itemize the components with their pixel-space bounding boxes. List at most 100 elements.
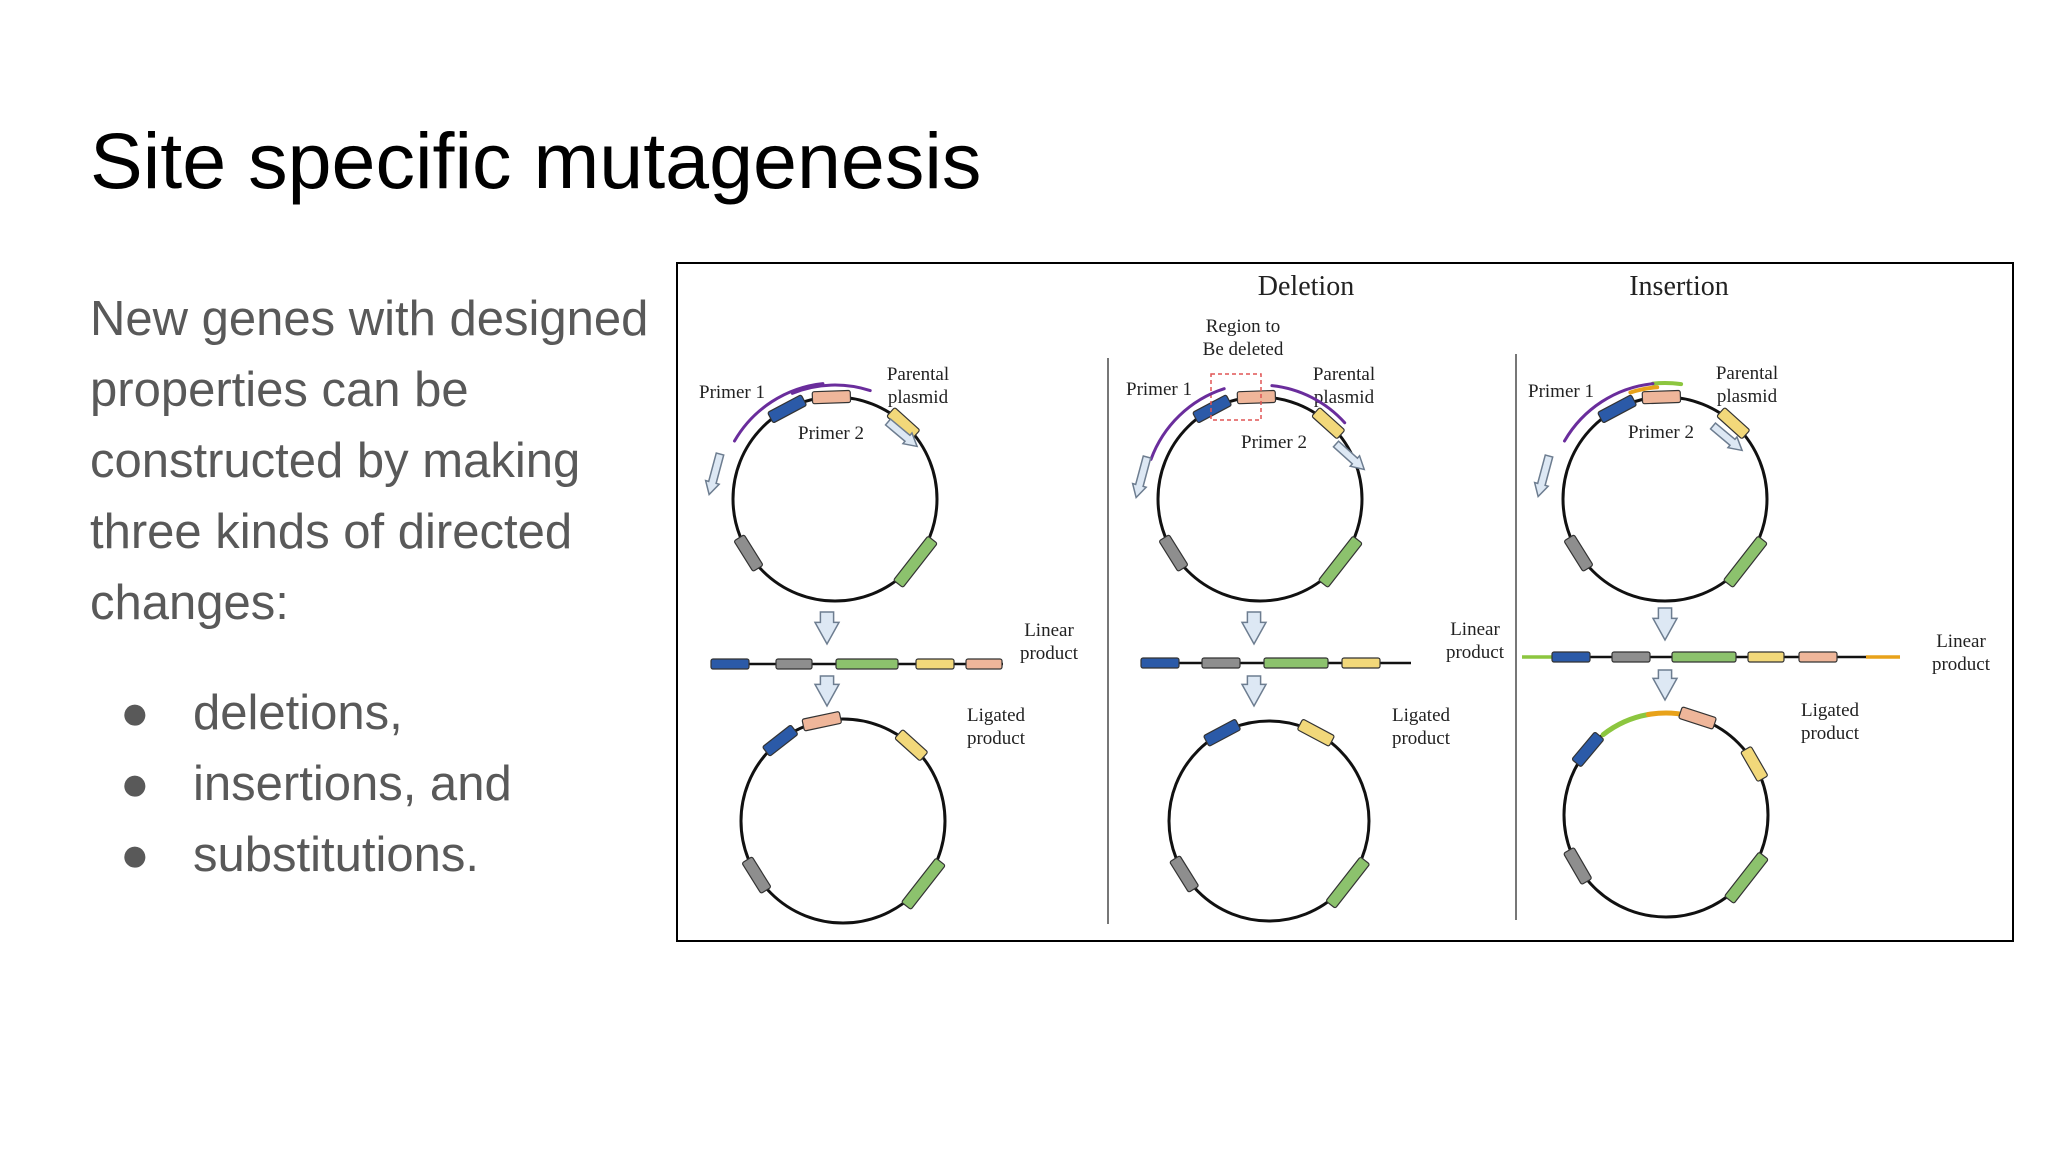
parental-plasmid-label: Parental (887, 364, 949, 385)
parental-plasmid-label: plasmid (1717, 386, 1778, 407)
primer1-direction-arrow (704, 452, 725, 497)
green-gene-segment (835, 658, 899, 670)
linear-product-label: product (1446, 642, 1505, 663)
primer2-strand (790, 383, 872, 395)
insert-sequence-strand (1650, 380, 1684, 387)
bullet-dot: ● (120, 828, 150, 882)
blue-gene-segment (1551, 651, 1591, 663)
green-gene-segment (1263, 657, 1329, 669)
parental-plasmid-label: plasmid (888, 387, 949, 408)
plasmid-circle (1167, 719, 1371, 923)
gray-gene-segment (1159, 534, 1188, 572)
region-to-delete-label: Region to (1206, 316, 1280, 337)
bullet-item-deletions: ● deletions, (90, 678, 512, 749)
primer1-strand (1149, 387, 1226, 461)
ligated-product-label: product (1392, 728, 1451, 749)
primer1-label: Primer 1 (1126, 379, 1192, 400)
peach-gene-segment (1236, 389, 1277, 405)
green-gene-segment (1723, 536, 1768, 588)
plasmid-circle (739, 717, 947, 925)
blue-gene-segment (767, 394, 807, 424)
gray-gene-segment (1201, 657, 1241, 669)
linear-product-label: product (1932, 654, 1991, 675)
peach-gene-segment (1798, 651, 1838, 663)
bullet-item-substitutions: ● substitutions. (90, 820, 512, 891)
blue-gene-segment (1140, 657, 1180, 669)
slide-title: Site specific mutagenesis (90, 116, 982, 205)
blue-gene-segment (1571, 731, 1604, 767)
gray-gene-segment (742, 856, 771, 894)
process-arrow (1240, 675, 1268, 708)
yellow-gene-segment (1311, 407, 1345, 439)
green-gene-segment (901, 858, 946, 910)
mutagenesis-diagram: Deletion Insertion Primer 1 Primer 2 Par… (676, 262, 2014, 942)
primer1-label: Primer 1 (1528, 381, 1594, 402)
diagram-shapes (704, 373, 1900, 925)
yellow-gene-segment (894, 729, 928, 761)
ligated-product-label: Ligated (1392, 705, 1451, 726)
ligated-product-label: Ligated (967, 705, 1026, 726)
primer1-strand (1563, 382, 1655, 443)
primer2-direction-arrow (1332, 440, 1366, 471)
linear-product-label: Linear (1024, 620, 1074, 641)
mutagenesis-figure: Deletion Insertion Primer 1 Primer 2 Par… (676, 262, 2014, 942)
deletion-region-box (1210, 373, 1262, 421)
blue-gene-segment (710, 658, 750, 670)
peach-gene-segment (811, 389, 852, 405)
primer2-strand (1270, 384, 1347, 425)
blue-gene-segment (1203, 719, 1241, 747)
ligated-product-label: Ligated (1801, 700, 1860, 721)
green-gene-segment (893, 536, 938, 588)
parental-plasmid-label: Parental (1716, 363, 1778, 384)
green-gene-segment (1318, 536, 1363, 588)
peach-gene-segment (1641, 389, 1682, 405)
bullet-dot: ● (120, 686, 150, 740)
insert-sequence-strand (1628, 385, 1660, 395)
deletion-header: Deletion (1258, 271, 1354, 302)
linear-product-label: product (1020, 643, 1079, 664)
process-arrow (813, 611, 841, 646)
linear-product-label: Linear (1450, 619, 1500, 640)
figure-frame (676, 262, 2014, 942)
peach-gene-segment (801, 711, 842, 732)
parental-plasmid-label: Parental (1313, 364, 1375, 385)
green-gene-segment (1671, 651, 1737, 663)
region-to-delete-label: Be deleted (1203, 339, 1284, 360)
yellow-gene-segment (1297, 719, 1335, 747)
primer2-label: Primer 2 (798, 423, 864, 444)
linear-product-label: Linear (1936, 631, 1986, 652)
gray-gene-segment (1564, 534, 1593, 572)
gray-gene-segment (1611, 651, 1651, 663)
blue-gene-segment (1597, 394, 1637, 424)
gray-gene-segment (1563, 847, 1592, 885)
yellow-gene-segment (1716, 407, 1750, 439)
primer1-strand (733, 382, 825, 443)
insert-sequence-strand (1600, 712, 1651, 738)
gray-gene-segment (734, 534, 763, 572)
bullet-text: deletions, (193, 686, 403, 740)
process-arrow (1651, 669, 1679, 702)
yellow-gene-segment (1341, 657, 1381, 669)
primer1-label: Primer 1 (699, 382, 765, 403)
blue-gene-segment (1192, 394, 1232, 424)
bullet-text: substitutions. (193, 828, 479, 882)
primer2-label: Primer 2 (1628, 422, 1694, 443)
bullet-list: ● deletions, ● insertions, and ● substituti… (90, 678, 512, 891)
blue-gene-segment (762, 724, 798, 757)
body-text: New genes with designed properties can b… (90, 292, 649, 630)
process-arrow (813, 675, 841, 708)
parental-plasmid-label: plasmid (1314, 387, 1375, 408)
primer1-direction-arrow (1533, 454, 1554, 499)
bullet-item-insertions: ● insertions, and (90, 749, 512, 820)
bullet-dot: ● (120, 757, 150, 811)
bullet-text: insertions, and (193, 757, 512, 811)
peach-gene-segment (1678, 706, 1717, 730)
ligated-product-label: product (967, 728, 1026, 749)
yellow-gene-segment (915, 658, 955, 670)
ligated-product-label: product (1801, 723, 1860, 744)
process-arrow (1240, 611, 1268, 646)
primer2-direction-arrow (1709, 421, 1744, 452)
primer2-label: Primer 2 (1241, 432, 1307, 453)
peach-gene-segment (965, 658, 1003, 670)
gray-gene-segment (775, 658, 813, 670)
